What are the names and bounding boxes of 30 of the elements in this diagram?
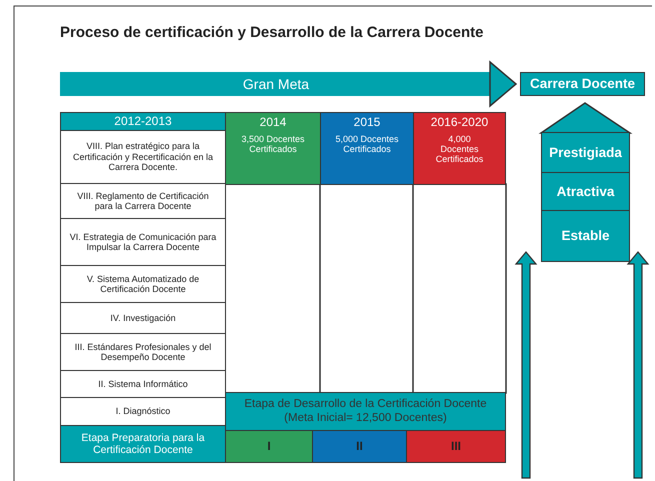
node-text: 5,000 Docentes Certificados bbox=[334, 134, 400, 154]
year-header bbox=[320, 112, 414, 185]
component-row: II. Sistema Informático bbox=[60, 370, 226, 398]
phase-box: III bbox=[406, 430, 506, 463]
phase-box: I bbox=[225, 430, 313, 463]
column-header: 2012-2013 bbox=[60, 112, 226, 131]
heading: 2014 bbox=[260, 116, 286, 130]
component-row: VI. Estrategia de Comunicación para Impulsar la Carrera Docente bbox=[60, 218, 226, 266]
goal-box: Carrera Docente bbox=[520, 72, 645, 96]
title: Proceso de certificación y Desarrollo de la Carrera Docente bbox=[60, 24, 484, 41]
attribute-box: Atractiva bbox=[541, 172, 630, 211]
phase-box: II bbox=[312, 430, 407, 463]
year-header bbox=[413, 112, 506, 185]
stage-box bbox=[225, 392, 506, 431]
edge-label: Gran Meta bbox=[242, 75, 310, 93]
block-arrow bbox=[60, 61, 517, 107]
heading: 2016-2020 bbox=[430, 116, 488, 130]
heading: 2015 bbox=[354, 116, 380, 130]
attribute-box: Estable bbox=[541, 210, 630, 262]
node-text: (Meta Inicial= 12,500 Docentes) bbox=[284, 412, 447, 425]
component-row: VIII. Reglamento de Certificación para la Carrera Docente bbox=[60, 183, 226, 219]
attribute-box: Prestigiada bbox=[541, 132, 630, 173]
component-row: V. Sistema Automatizado de Certificación Docente bbox=[60, 265, 226, 303]
component-row: III. Estándares Profesionales y del Desempeño Docente bbox=[60, 333, 226, 371]
stage-box: Etapa Preparatoria para la Certificación Docente bbox=[60, 425, 226, 463]
year-header bbox=[225, 112, 321, 185]
node-text: 3,500 Docentes Certificados bbox=[240, 134, 306, 154]
heading: Etapa de Desarrollo de la Certificación Docente bbox=[244, 398, 487, 412]
component-row: IV. Investigación bbox=[60, 302, 226, 334]
node-text: 4,000 Docentes Certificados bbox=[434, 134, 484, 165]
